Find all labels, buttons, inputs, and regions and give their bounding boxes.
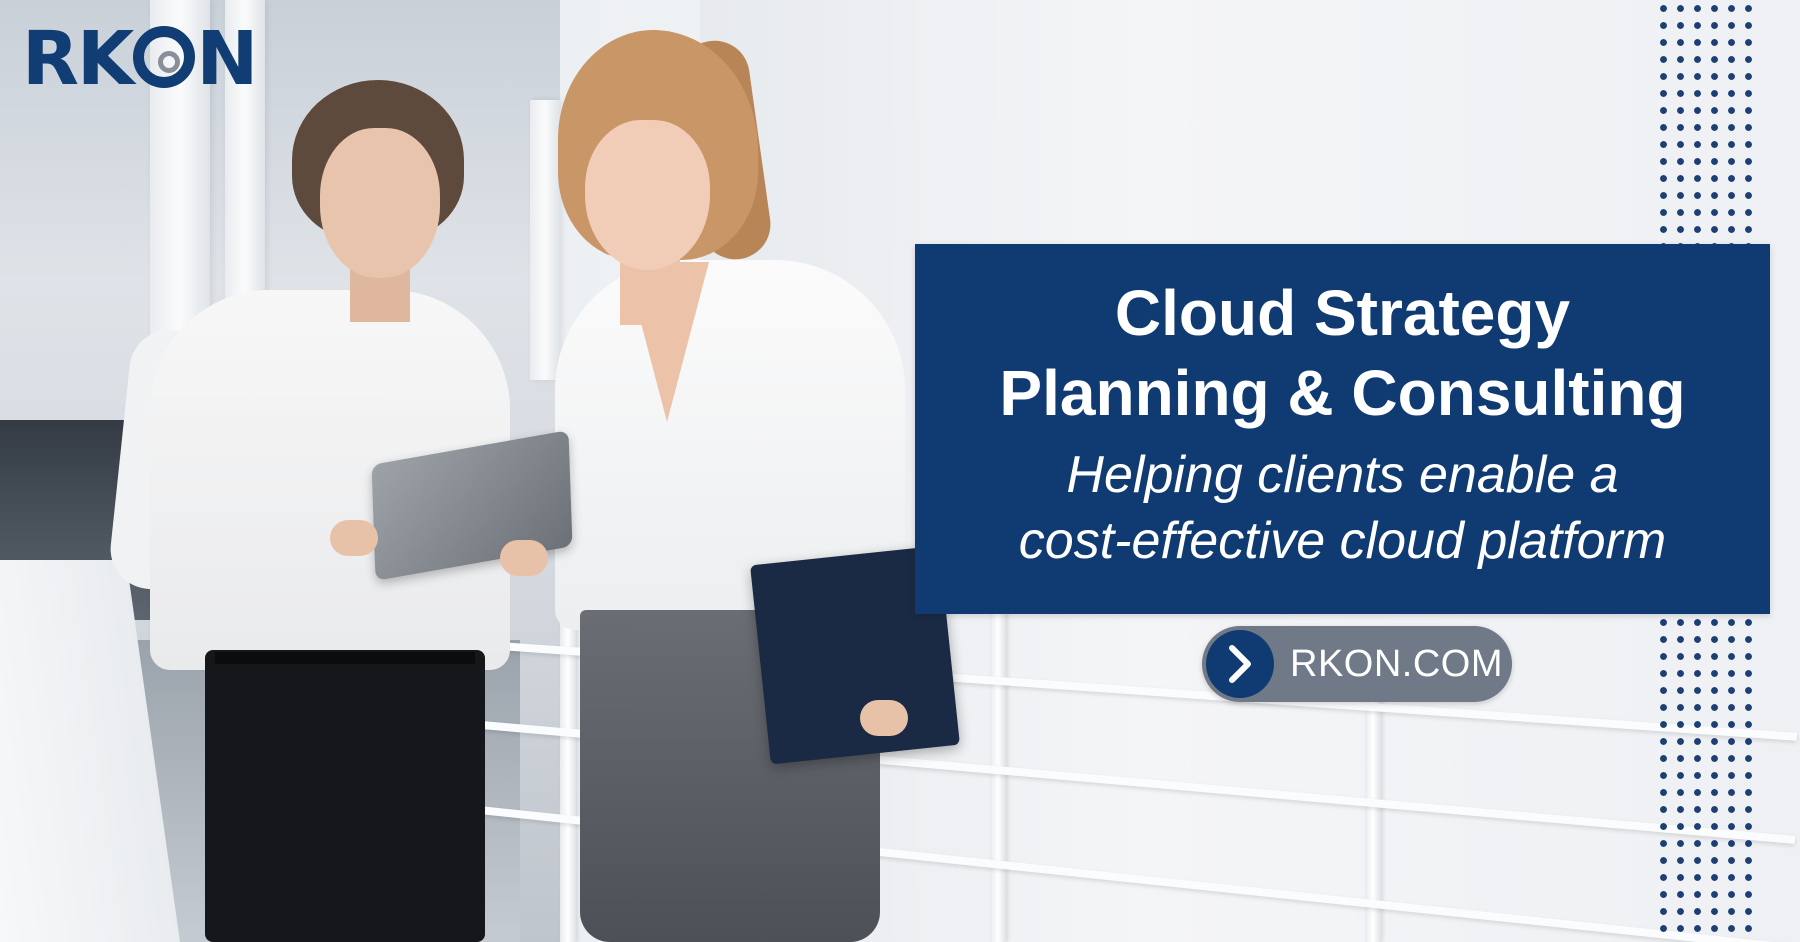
dot-pattern-bottom: [1655, 614, 1755, 942]
subheadline-line-1: Helping clients enable a: [1066, 446, 1619, 504]
headline-box: Cloud Strategy Planning & Consulting Hel…: [915, 244, 1770, 614]
person-right-face: [585, 120, 710, 270]
hand: [330, 520, 378, 556]
railing-post: [1365, 640, 1381, 942]
logo-o-mark: [133, 26, 196, 88]
logo-text: N: [196, 16, 258, 102]
hand: [500, 540, 548, 576]
subheadline-line-2: cost-effective cloud platform: [1018, 512, 1667, 570]
person-left-pants: [205, 650, 485, 942]
dot-pattern-top: [1655, 0, 1755, 245]
person-left-belt: [215, 652, 475, 664]
railing-post: [560, 560, 576, 942]
chevron-right-icon: [1206, 630, 1274, 698]
background-pillar: [530, 100, 560, 380]
headline-line-2: Planning & Consulting: [999, 357, 1686, 429]
website-link-label: RKON.COM: [1290, 643, 1503, 685]
chevron-right-icon-glyph: [1229, 645, 1251, 683]
website-link-button[interactable]: RKON.COM: [1202, 626, 1512, 702]
person-left-face: [320, 128, 440, 278]
hand: [860, 700, 908, 736]
logo-text: RK: [22, 16, 134, 102]
headline-line-1: Cloud Strategy: [1114, 277, 1571, 349]
